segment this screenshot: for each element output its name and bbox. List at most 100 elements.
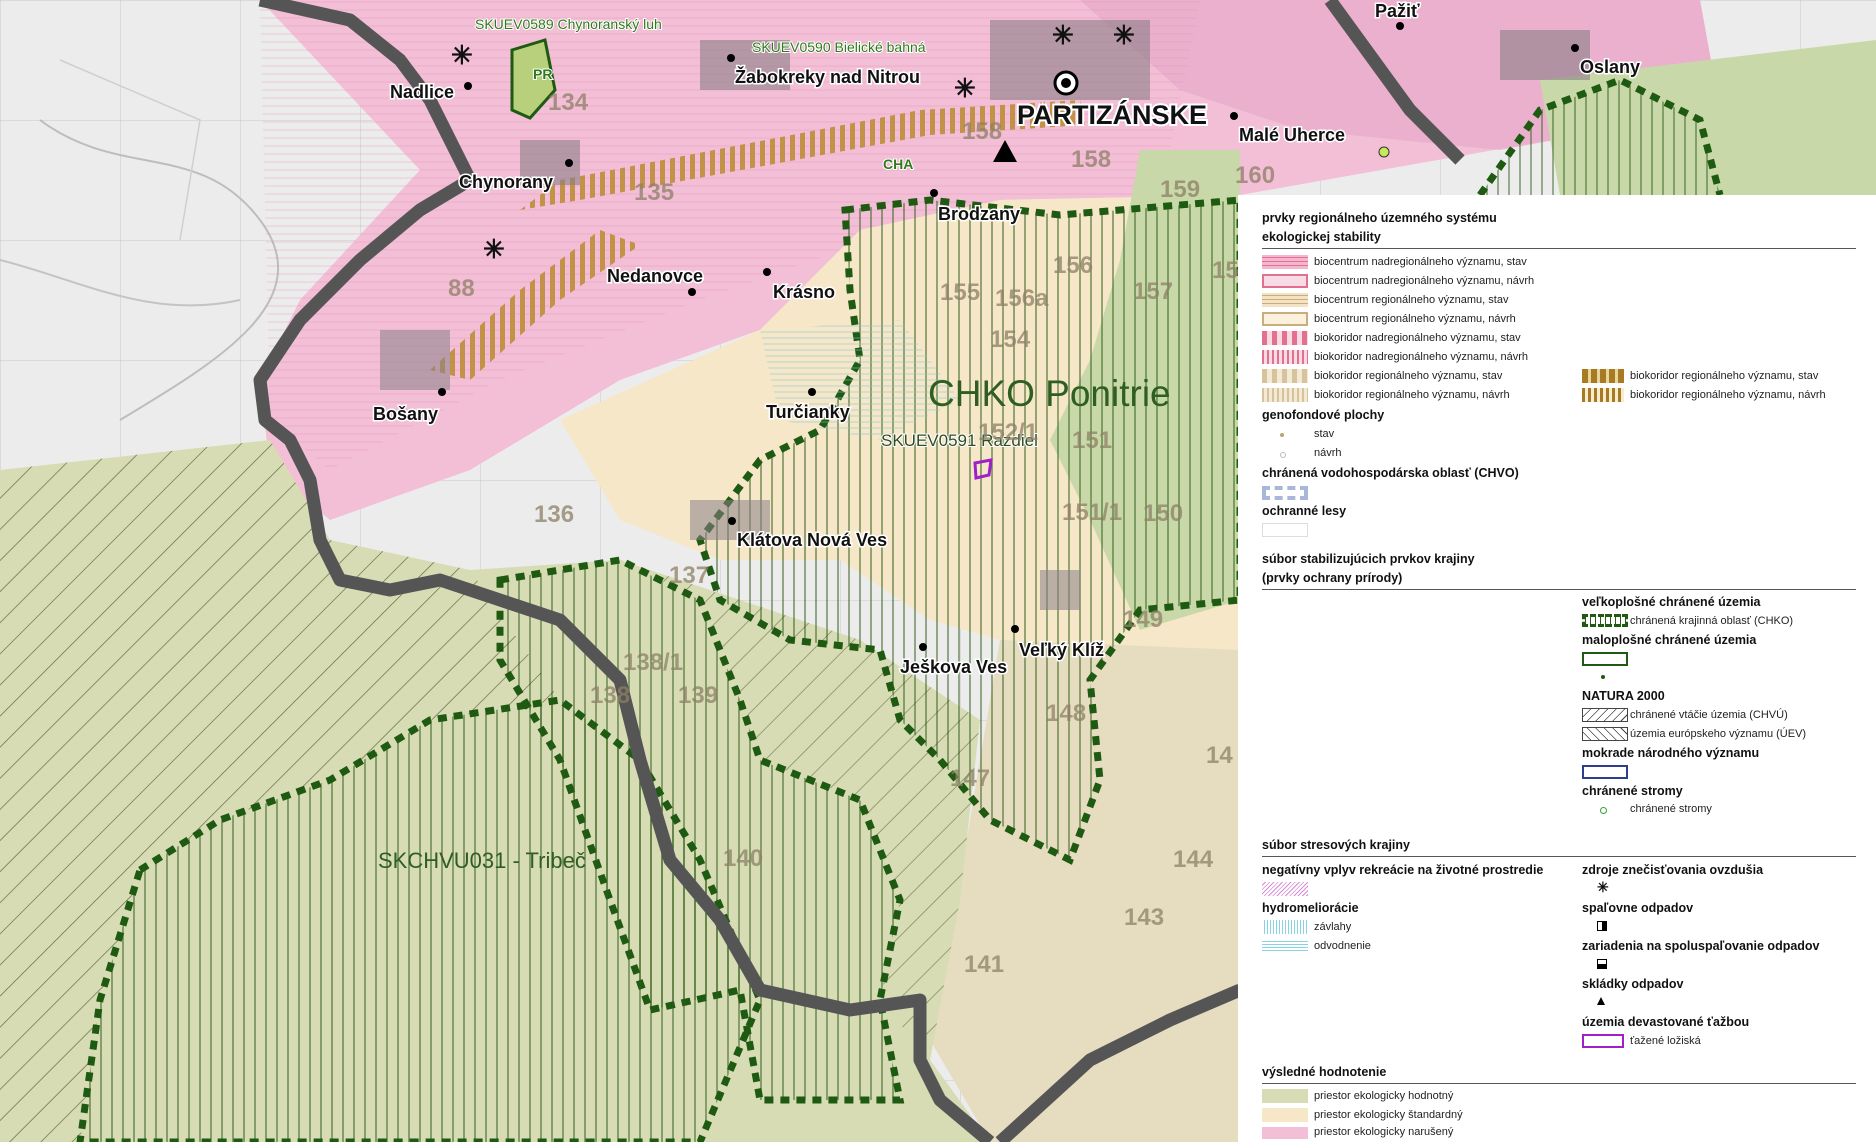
legend-sec2-title-b: (prvky ochrany prírody) (1262, 571, 1403, 585)
label-male-uherce: Malé Uherce (1239, 125, 1345, 145)
label-oslany: Oslany (1580, 57, 1640, 77)
legend-hydro-title: hydromeliorácie (1262, 901, 1359, 915)
legend-ovzdusie-title: zdroje znečisťovania ovzdušia (1582, 863, 1764, 877)
maloplosne-point-icon (1601, 675, 1605, 679)
svg-text:137: 137 (669, 562, 709, 589)
co-incineration-icon (1597, 959, 1607, 969)
swatch-biokoridor-nadreg-stav (1262, 331, 1308, 345)
swatch-ochranne-lesy (1262, 523, 1308, 537)
chvu-hatch (0, 440, 560, 1142)
area-numbers: 134 135 158 158 159 160 155 156 157 157 … (448, 89, 1275, 978)
settlement (1040, 570, 1080, 610)
legend-sec4-title: výsledné hodnotenie (1262, 1065, 1387, 1079)
legend-natura-title: NATURA 2000 (1582, 689, 1665, 703)
legend-zariadenia-title: zariadenia na spoluspaľovanie odpadov (1582, 939, 1820, 953)
swatch-biocentrum-nadreg-stav (1262, 255, 1308, 269)
legend-sec1-title-b: ekologickej stability (1262, 230, 1381, 244)
svg-text:14: 14 (1206, 742, 1233, 769)
legend-item: biokoridor regionálneho významu, návrh (1314, 389, 1510, 401)
chko-boundary (1477, 76, 1724, 198)
nature-reserve-area (510, 38, 557, 120)
legend-malo-title: maloplošné chránené územia (1582, 633, 1757, 647)
label-pazit: Pažiť (1375, 1, 1420, 21)
landfill-icon (993, 140, 1017, 162)
svg-text:144: 144 (1173, 846, 1214, 873)
base-road (0, 259, 241, 307)
label-chko-ponitrie: CHKO Ponitrie (928, 373, 1171, 414)
settlement (700, 40, 790, 90)
legend-genofond-navrh: návrh (1314, 447, 1342, 459)
legend-item: biokoridor regionálneho významu, stav (1314, 370, 1503, 382)
label-skuev0590: SKUEV0590 Bielické bahná (752, 39, 926, 55)
district-boundary (1324, 0, 1465, 165)
svg-text:158: 158 (1071, 146, 1111, 173)
label-chynorany: Chynorany (459, 172, 553, 192)
label-jeskova-ves: Ješkova Ves (900, 657, 1007, 677)
legend-genofond-title: genofondové plochy (1262, 408, 1385, 422)
legend-sec3-title: súbor stresových krajiny (1262, 838, 1410, 852)
chko-hatch (80, 700, 760, 1142)
swatch-biokoridor-reg-navrh (1262, 388, 1308, 402)
swatch-odvodnenie (1262, 939, 1308, 953)
legend-stromy-title: chránené stromy (1582, 784, 1683, 798)
label-pr: PR (533, 66, 552, 82)
legend-mokrade-title: mokrade národného významu (1582, 746, 1760, 760)
district-seat-icon (1061, 78, 1071, 88)
legend-stromy-item: chránené stromy (1630, 803, 1712, 815)
svg-text:148: 148 (1046, 700, 1086, 727)
base-road (39, 119, 280, 421)
protected-tree-icon (1378, 146, 1390, 158)
legend-rekreacia-title: negatívny vplyv rekreácie na životné pro… (1262, 863, 1544, 877)
legend-chko-item: chránená krajinná oblasť (CHKO) (1630, 615, 1794, 627)
chvu-hatch (620, 560, 980, 1060)
svg-text:156: 156 (1053, 252, 1093, 279)
legend-divider (1262, 856, 1856, 857)
svg-text:138/1: 138/1 (623, 649, 683, 676)
legend-item: biocentrum regionálneho významu, stav (1314, 294, 1509, 306)
label-krasno: Krásno (773, 282, 835, 302)
svg-text:88: 88 (448, 275, 475, 302)
svg-text:143: 143 (1124, 904, 1164, 931)
label-zabokreky: Žabokreky nad Nitrou (735, 66, 920, 87)
label-bosany: Bošany (373, 404, 438, 424)
settlement (380, 330, 450, 390)
legend-tazene-item: ťažené ložiská (1630, 1035, 1701, 1047)
air-pollution-icon: ✳ (483, 234, 505, 264)
swatch-chvu (1582, 708, 1628, 722)
legend-tazba-title: územia devastované ťažbou (1582, 1015, 1750, 1029)
swatch-uev (1582, 727, 1628, 741)
svg-text:141: 141 (964, 951, 1004, 978)
biokoridor (520, 100, 1085, 210)
svg-text:160: 160 (1235, 162, 1275, 189)
legend-divider (1262, 1083, 1856, 1084)
legend-uev-item: územia európskeho významu (ÚEV) (1630, 728, 1807, 740)
legend-velko-title: veľkoplošné chránené územia (1582, 595, 1761, 609)
svg-text:151: 151 (1072, 427, 1112, 454)
legend-item: priestor ekologicky hodnotný (1314, 1090, 1454, 1102)
air-pollution-icon: ✳ (451, 40, 473, 70)
genofond-navrh-icon (1280, 452, 1286, 458)
svg-text:157: 157 (1133, 278, 1173, 305)
legend-zavlahy: závlahy (1314, 921, 1352, 933)
svg-text:149: 149 (1123, 606, 1163, 633)
protected-tree-icon (1600, 807, 1607, 814)
legend-panel: prvky regionálneho územného systému ekol… (1238, 195, 1876, 1142)
air-pollution-icon: ✳ (954, 73, 976, 103)
legend-item: biokoridor regionálneho významu, návrh (1630, 389, 1826, 401)
svg-text:151/1: 151/1 (1062, 499, 1122, 526)
swatch-tazene-loziska (1582, 1034, 1624, 1048)
swatch-valuable (1262, 1089, 1308, 1103)
label-nadlice: Nadlice (390, 82, 454, 102)
legend-chvu-item: chránené vtáčie územia (CHVÚ) (1630, 709, 1788, 721)
label-skuev0589: SKUEV0589 Chynoranský luh (475, 16, 662, 32)
label-skchvu-tribec: SKCHVU031 - Tribeč (378, 848, 586, 873)
svg-text:136: 136 (534, 501, 574, 528)
svg-text:159: 159 (1160, 176, 1200, 203)
swatch-biokoridor-reg-stav-2 (1582, 369, 1624, 383)
legend-genofond-stav: stav (1314, 428, 1335, 440)
legend-item: priestor ekologicky štandardný (1314, 1109, 1463, 1121)
town-dots (438, 22, 1579, 651)
swatch-chvo (1262, 486, 1308, 500)
swatch-biokoridor-reg-navrh-2 (1582, 388, 1624, 402)
label-turcianky: Turčianky (766, 402, 850, 422)
